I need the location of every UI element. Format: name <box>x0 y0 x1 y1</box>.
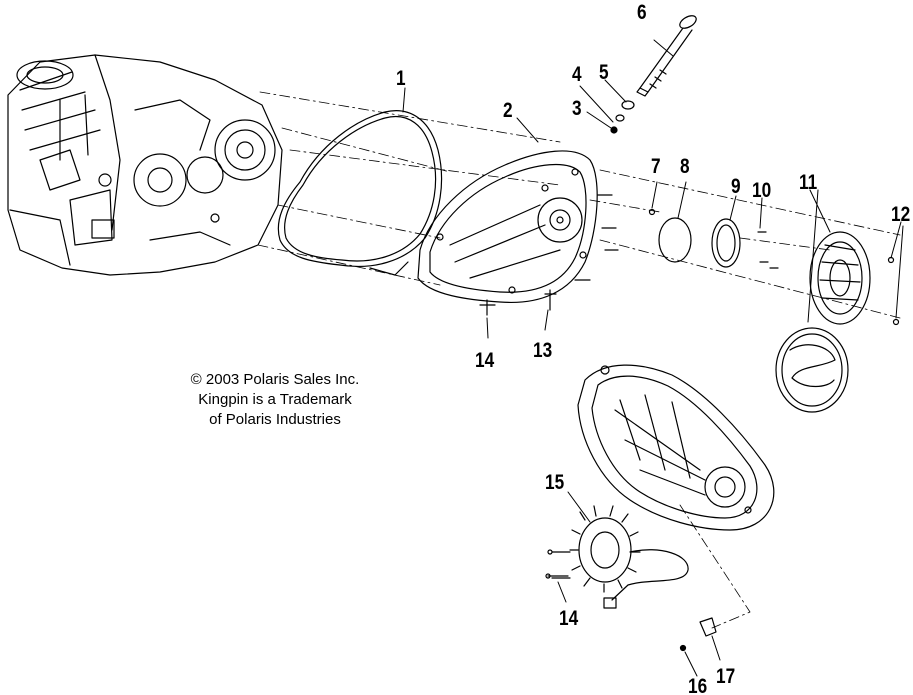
inner-cover <box>417 150 598 304</box>
callout-1: 1 <box>396 67 406 90</box>
callout-2: 2 <box>503 99 513 122</box>
callout-14-upper: 14 <box>475 349 495 372</box>
callout-9: 9 <box>731 175 741 198</box>
screws-12 <box>887 256 900 326</box>
callout-7: 7 <box>651 155 661 178</box>
callout-14-lower: 14 <box>559 607 579 630</box>
cover-screws <box>479 194 619 316</box>
callout-12: 12 <box>891 203 911 226</box>
screws-10 <box>757 231 779 269</box>
outer-cover <box>577 364 775 531</box>
bearing <box>711 218 741 268</box>
callout-8: 8 <box>680 155 690 178</box>
callout-10: 10 <box>752 179 772 202</box>
leader-lines <box>402 39 904 677</box>
pin-7 <box>648 208 656 216</box>
washer-parts <box>610 100 635 134</box>
engine-block <box>7 54 283 276</box>
callout-15: 15 <box>545 471 565 494</box>
callout-6: 6 <box>637 1 647 24</box>
long-bolt <box>636 15 697 97</box>
gasket <box>277 110 443 276</box>
o-ring <box>658 217 692 263</box>
copyright-notice: © 2003 Polaris Sales Inc. Kingpin is a T… <box>150 370 400 430</box>
stator-screws <box>545 549 571 579</box>
trademark-owner-line: of Polaris Industries <box>209 411 341 428</box>
callout-3: 3 <box>572 97 582 120</box>
projection-lines <box>257 91 901 629</box>
callout-11: 11 <box>799 171 818 194</box>
stator <box>569 505 689 609</box>
callout-13: 13 <box>533 339 553 362</box>
callout-16: 16 <box>688 675 708 695</box>
trademark-line: Kingpin is a Trademark <box>198 391 352 408</box>
callout-17: 17 <box>716 665 736 688</box>
drive-plate <box>809 231 871 325</box>
bracket <box>679 617 717 652</box>
callout-4: 4 <box>572 63 582 86</box>
spring-cover <box>775 327 849 413</box>
callout-5: 5 <box>599 61 609 84</box>
copyright-line: © 2003 Polaris Sales Inc. <box>190 371 360 388</box>
